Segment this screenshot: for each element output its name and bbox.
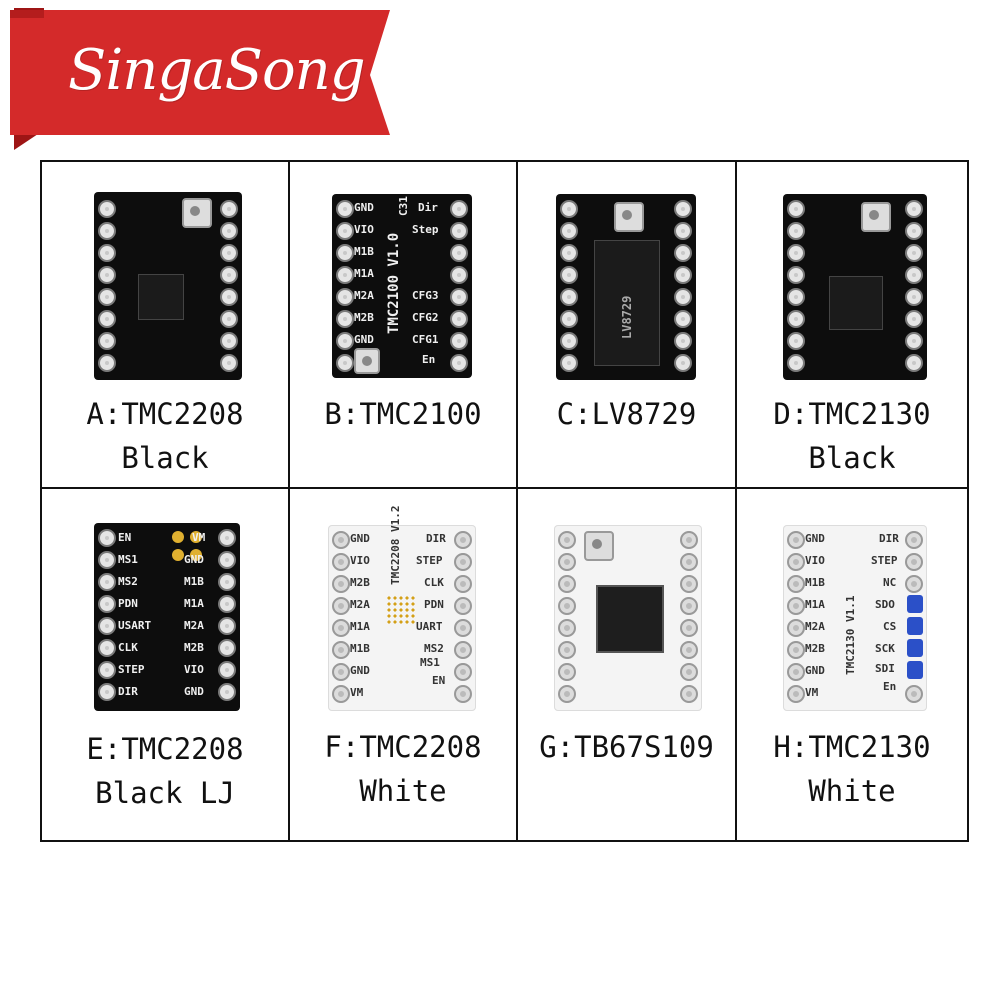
product-cell-h[interactable]: GND VIO M1B M1A M2A M2B GND VM DIR STEP … (737, 489, 967, 840)
product-cell-f[interactable]: GND VIO M2B M2A M1A M1B GND VM DIR STEP … (290, 489, 516, 840)
product-label: A:TMC2208 Black (86, 397, 244, 475)
product-cell-c[interactable]: LV8729 C:LV8729 (518, 162, 735, 487)
product-cell-a[interactable]: A:TMC2208 Black (42, 162, 288, 487)
potentiometer (861, 202, 891, 232)
brand-name: SingaSong (68, 38, 366, 103)
board-image-b: GND VIO M1B M1A M2A M2B GND Dir Step CFG… (332, 194, 472, 378)
product-cell-b[interactable]: GND VIO M1B M1A M2A M2B GND Dir Step CFG… (290, 162, 516, 487)
product-grid: A:TMC2208 Black GND VIO M1B M1A M2A M2B … (40, 160, 969, 842)
board-image-d (783, 194, 927, 380)
product-label: H:TMC2130 White (773, 730, 931, 808)
driver-chip (138, 274, 184, 320)
board-image-h: GND VIO M1B M1A M2A M2B GND VM DIR STEP … (783, 525, 927, 711)
board-image-f: GND VIO M2B M2A M1A M1B GND VM DIR STEP … (328, 506, 476, 711)
driver-chip (596, 585, 664, 653)
board-image-g (554, 525, 702, 711)
potentiometer (182, 198, 212, 228)
brand-ribbon-shape (10, 8, 390, 150)
potentiometer (584, 531, 614, 561)
board-image-c: LV8729 (556, 194, 696, 380)
product-label: D:TMC2130 Black (773, 397, 931, 475)
product-label: G:TB67S109 (539, 730, 714, 764)
driver-chip: LV8729 (594, 240, 660, 366)
product-label: C:LV8729 (556, 397, 697, 431)
product-cell-e[interactable]: EN MS1 MS2 PDN USART CLK STEP DIR VM GND… (42, 489, 288, 840)
product-cell-d[interactable]: D:TMC2130 Black (737, 162, 967, 487)
board-image-a (94, 192, 242, 380)
grid-divider (288, 162, 290, 840)
grid-divider (735, 162, 737, 840)
grid-divider (42, 487, 967, 489)
potentiometer (614, 202, 644, 232)
product-label: B:TMC2100 (324, 397, 482, 431)
product-label: F:TMC2208 White (324, 730, 482, 808)
grid-divider (516, 162, 518, 840)
driver-chip (829, 276, 883, 330)
thermal-pads (386, 595, 416, 625)
brand-banner: SingaSong (0, 0, 400, 150)
product-label: E:TMC2208 Black LJ (86, 732, 244, 810)
product-cell-g[interactable]: G:TB67S109 (518, 489, 735, 840)
board-image-e: EN MS1 MS2 PDN USART CLK STEP DIR VM GND… (94, 523, 240, 711)
